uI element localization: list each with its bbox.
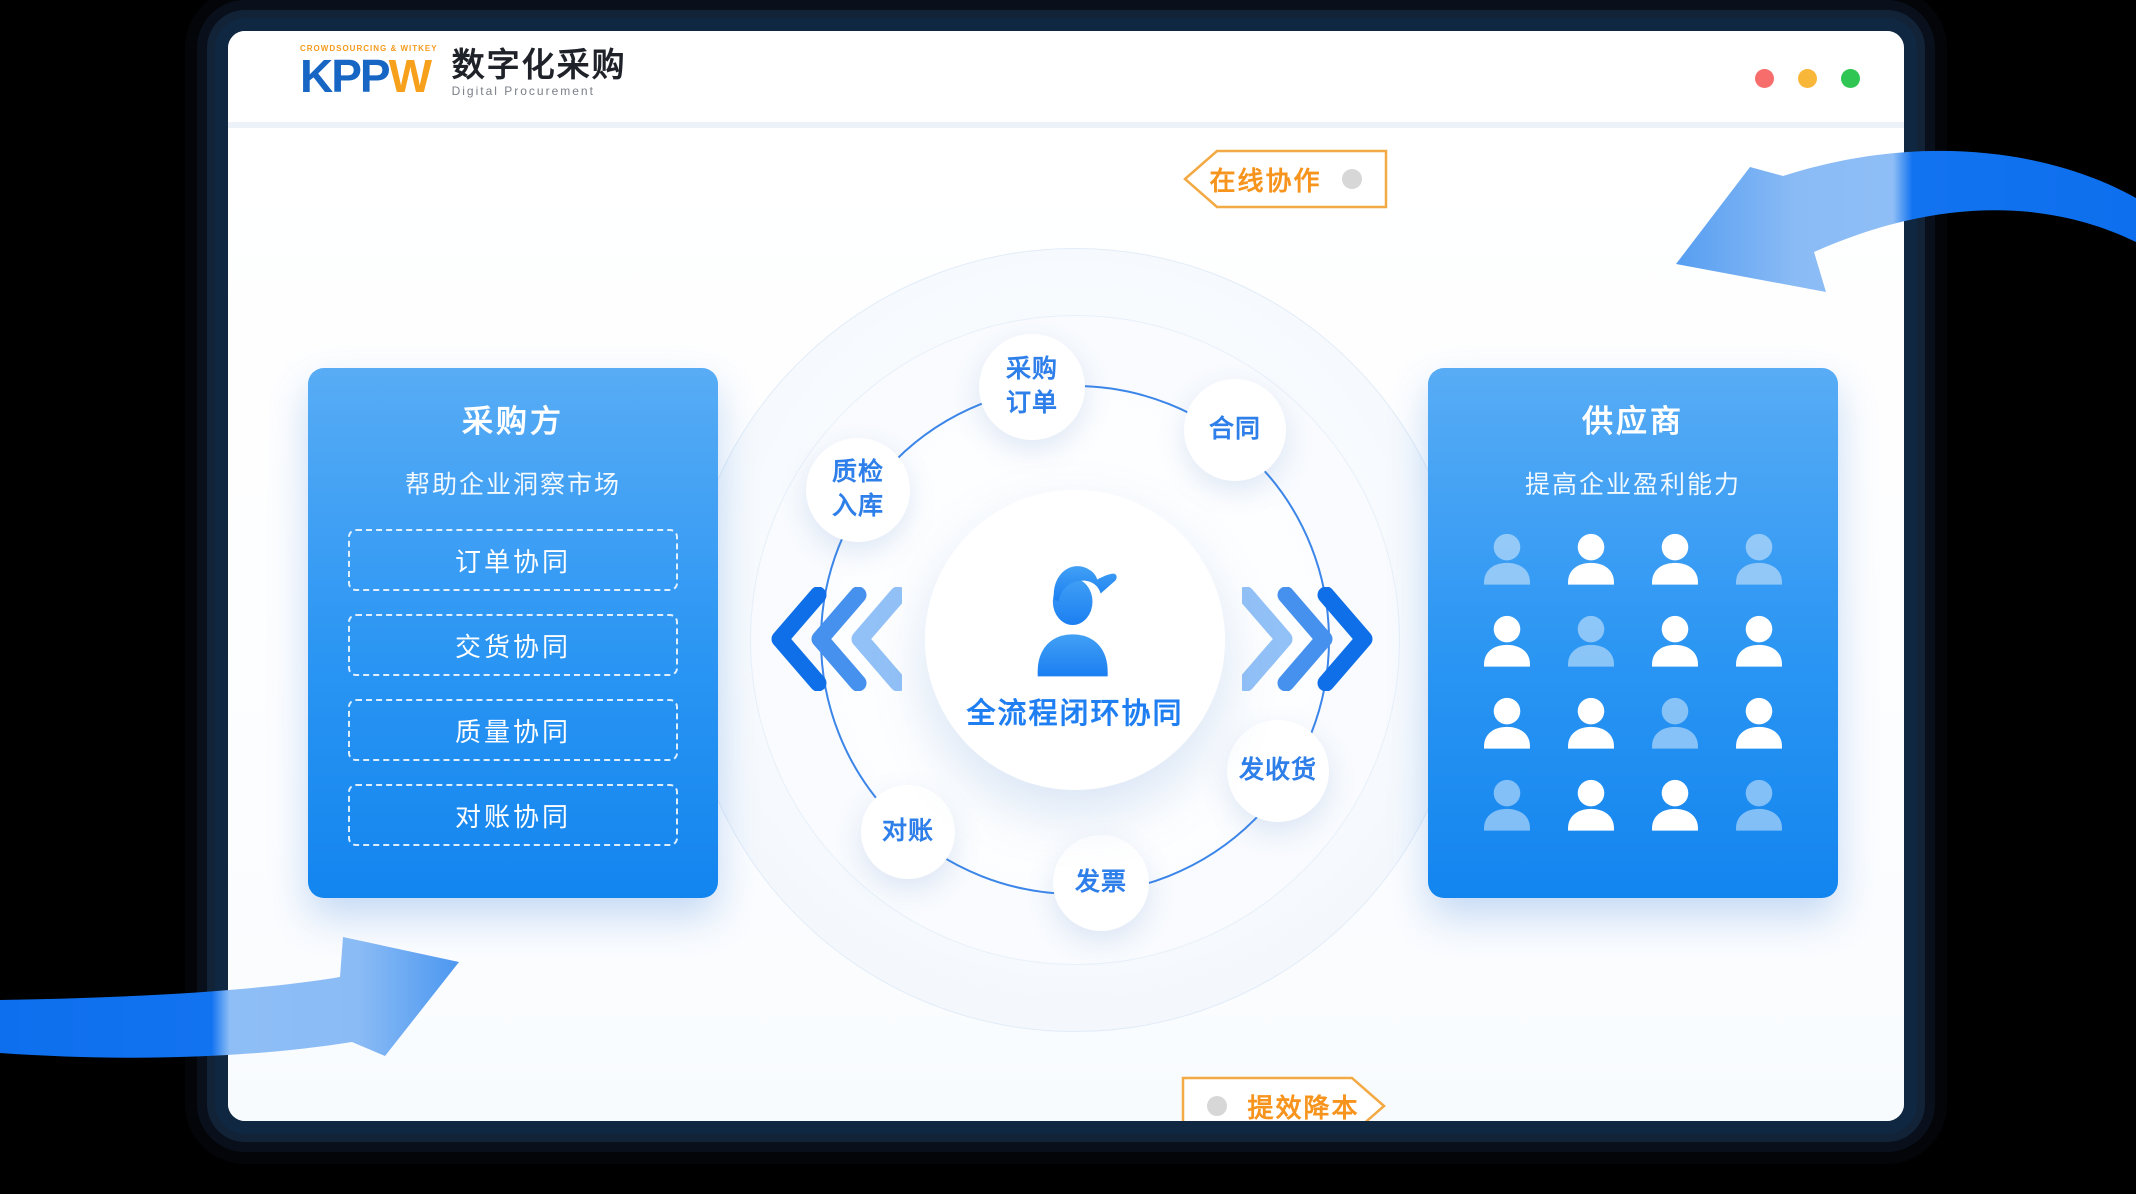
badge-bottom-label: 提效降本 [1247,1092,1360,1123]
buyer-item-reconciliation-collab: 对账协同 [348,784,678,846]
process-node-invoice: 发票 [1053,835,1149,931]
chevron-left-icon [771,587,902,691]
supplier-people-grid [1478,529,1788,833]
supplier-person-icon [1730,611,1788,669]
supplier-person-icon [1730,529,1788,587]
badge-online-collaboration: 在线协作 [1182,148,1389,210]
supplier-person-icon [1646,693,1704,751]
window-controls [1755,69,1860,88]
badge-dot-icon [1341,169,1362,189]
badge-top-label: 在线协作 [1209,165,1322,196]
supplier-person-icon [1562,693,1620,751]
buyer-item-order-collab: 订单协同 [348,529,678,591]
buyer-panel-subtitle: 帮助企业洞察市场 [404,471,621,499]
supplier-person-icon [1730,775,1788,833]
supplier-panel: 供应商 提高企业盈利能力 [1428,368,1838,898]
buyer-item-quality-collab: 质量协同 [348,699,678,761]
logo-kpp: KPP [300,50,391,102]
product-name: 数字化采购 Digital Procurement [452,48,627,99]
traffic-light-yellow-icon[interactable] [1798,69,1817,88]
process-node-qc-warehouse: 质检 入库 [806,438,910,542]
buyer-panel-title: 采购方 [462,404,564,439]
process-node-reconciliation: 对账 [861,785,955,879]
diagram-center: 全流程闭环协同 [925,490,1225,790]
supplier-panel-subtitle: 提高企业盈利能力 [1524,471,1741,499]
product-name-cn: 数字化采购 [451,45,627,83]
badge-dot-icon [1207,1096,1228,1116]
supplier-panel-title: 供应商 [1582,404,1684,439]
supplier-person-icon [1562,529,1620,587]
process-node-purchase-order: 采购 订单 [979,334,1085,440]
supplier-person-icon [1562,611,1620,669]
kppw-logo: CROWDSOURCING & WITKEY KPPW [300,44,438,102]
person-icon [1037,566,1117,677]
badge-arrow-right-shape [1181,1076,1386,1121]
app-window: CROWDSOURCING & WITKEY KPPW 数字化采购 Digita… [215,18,1917,1134]
titlebar: CROWDSOURCING & WITKEY KPPW 数字化采购 Digita… [228,31,1904,128]
supplier-person-icon [1730,693,1788,751]
supplier-person-icon [1646,611,1704,669]
badge-arrow-left-shape [1183,149,1388,209]
supplier-person-icon [1646,775,1704,833]
logo-w: W [388,50,432,102]
supplier-person-icon [1562,775,1620,833]
supplier-person-icon [1478,529,1536,587]
buyer-panel: 采购方 帮助企业洞察市场 订单协同 交货协同 质量协同 对账协同 [308,368,718,898]
badge-efficiency: 提效降本 [1180,1075,1387,1123]
traffic-light-red-icon[interactable] [1755,69,1774,88]
traffic-light-green-icon[interactable] [1841,69,1860,88]
center-label: 全流程闭环协同 [966,698,1184,730]
chevron-right-icon [1242,587,1373,691]
process-node-ship-receive: 发收货 [1227,720,1329,822]
product-name-en: Digital Procurement [451,83,595,98]
process-node-contract: 合同 [1184,379,1286,481]
supplier-person-icon [1478,693,1536,751]
supplier-person-icon [1478,775,1536,833]
supplier-person-icon [1646,529,1704,587]
supplier-person-icon [1478,611,1536,669]
brand-logo: CROWDSOURCING & WITKEY KPPW 数字化采购 Digita… [300,44,627,102]
logo-tagline: CROWDSOURCING & WITKEY [300,44,438,53]
buyer-item-delivery-collab: 交货协同 [348,614,678,676]
